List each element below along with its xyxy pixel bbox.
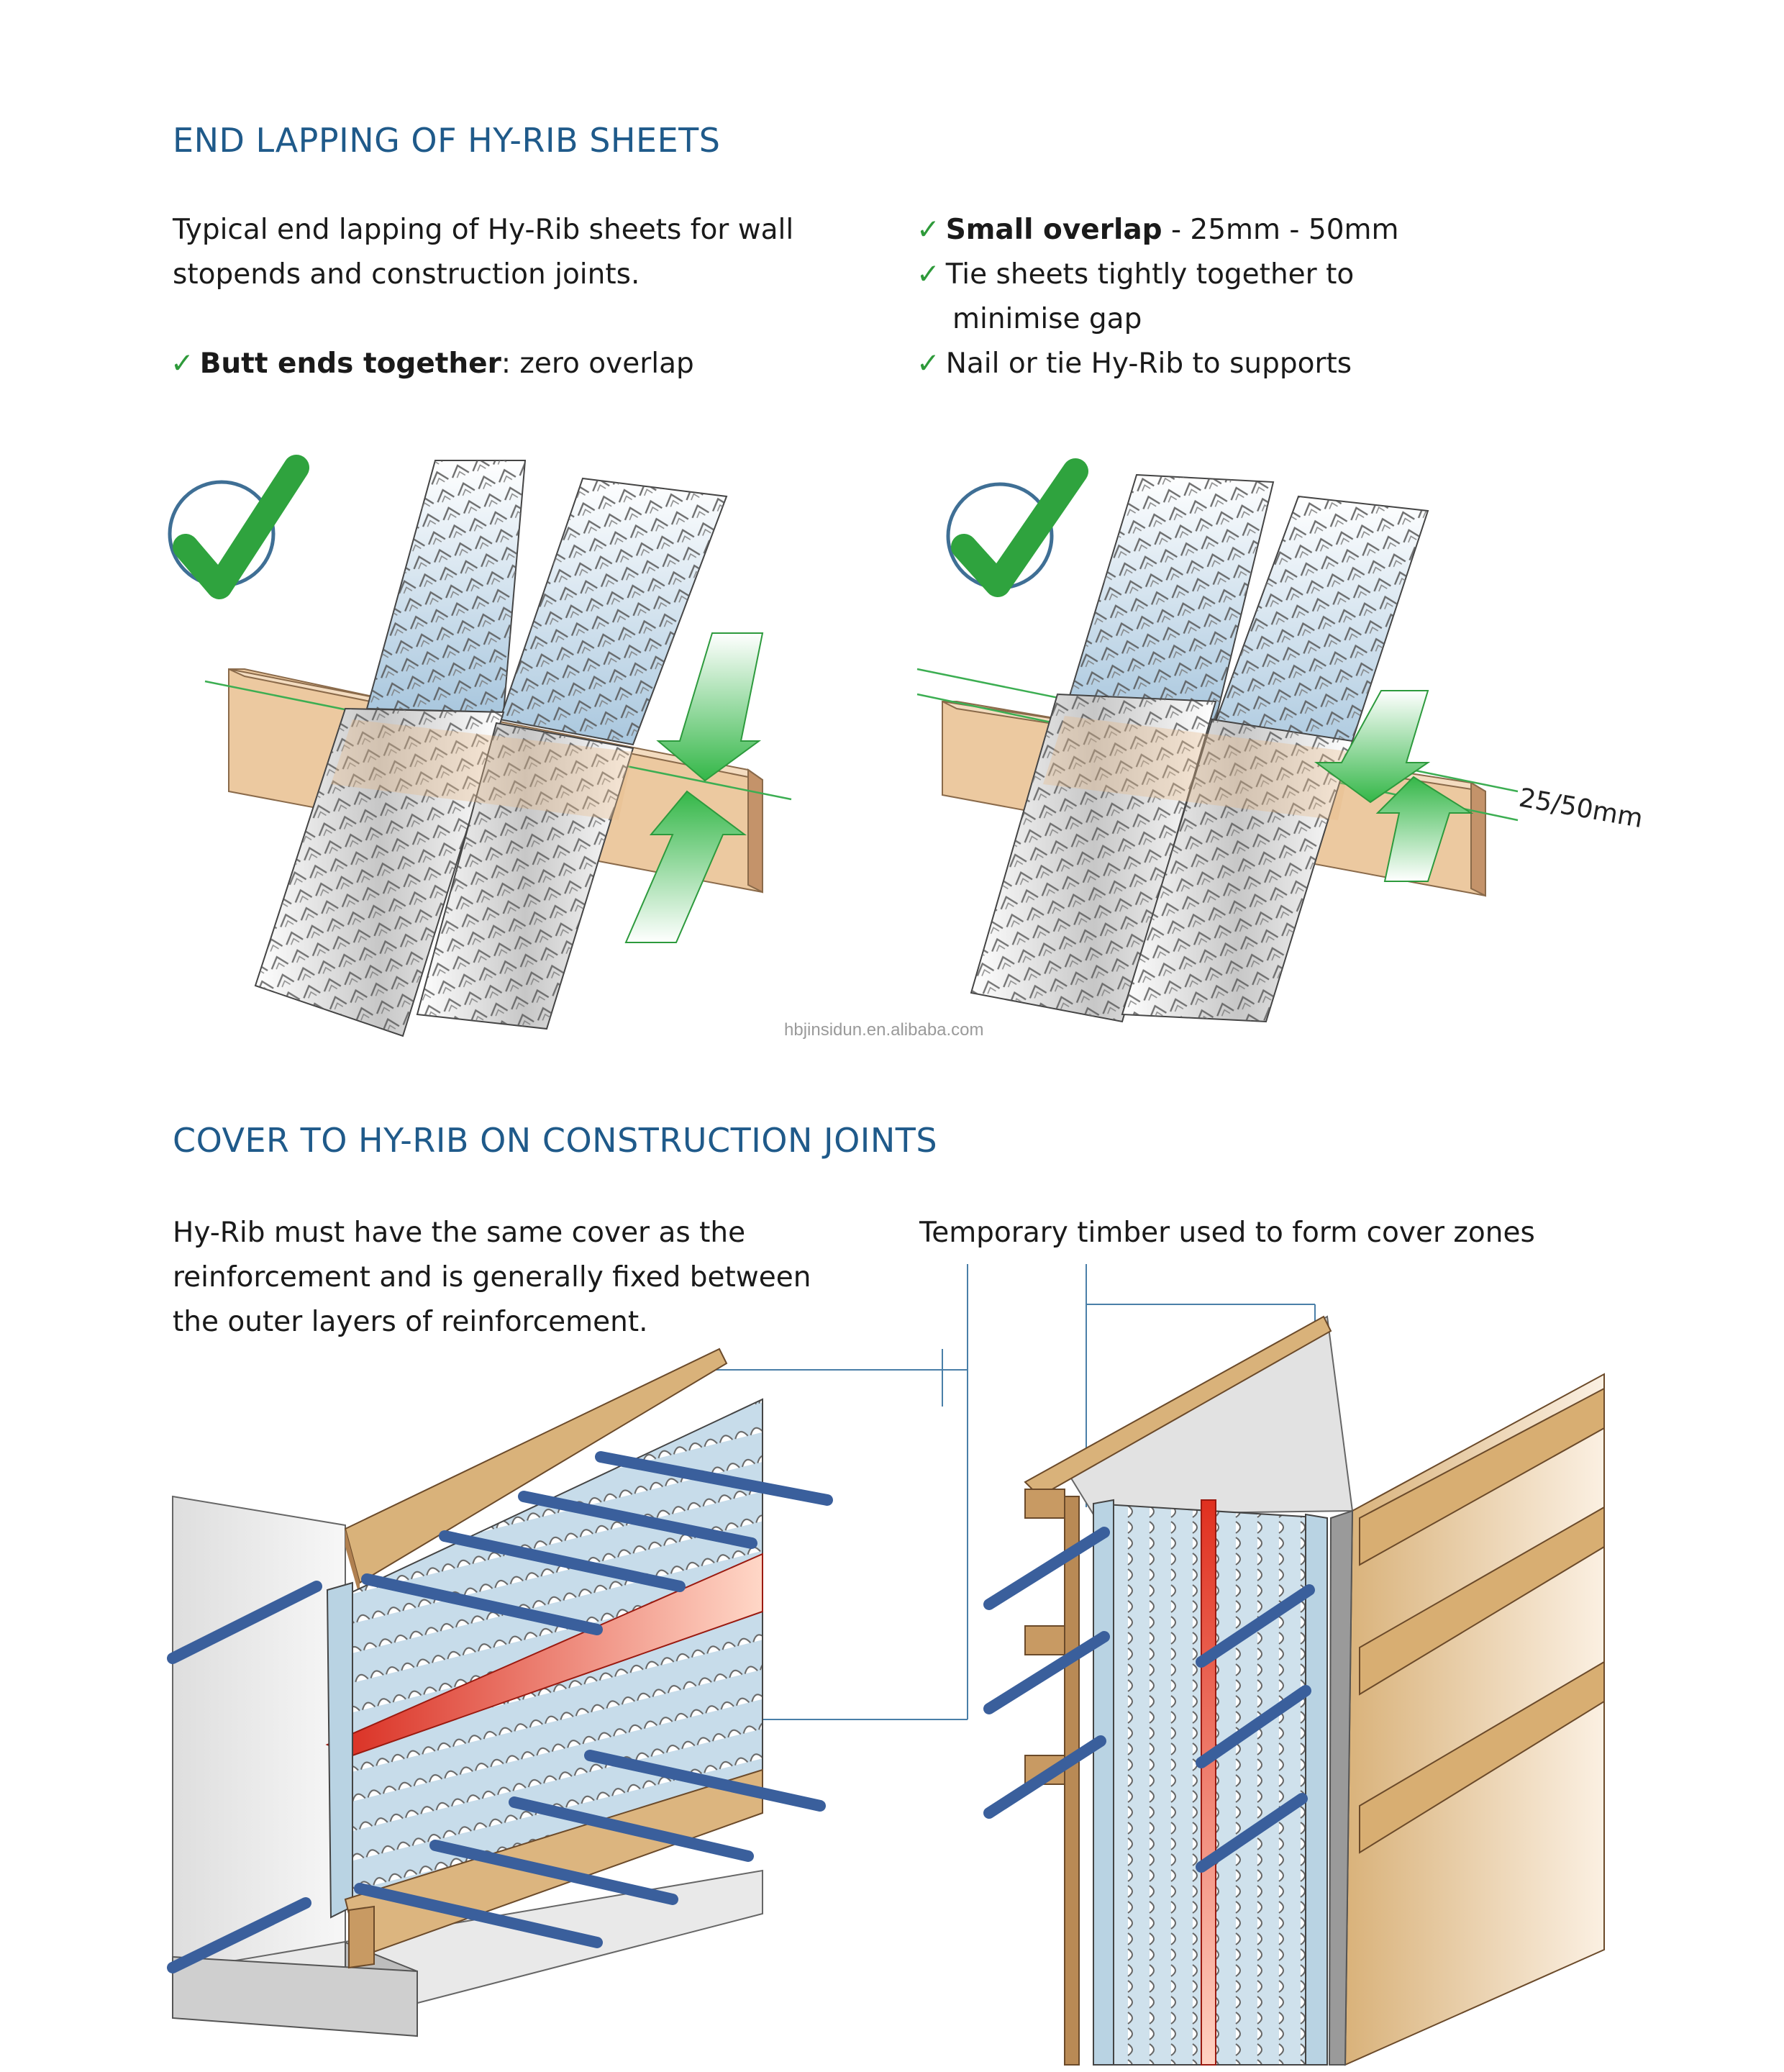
check-circle-icon [946,458,1088,597]
timber-callout: Temporary timber used to form cover zone… [919,1211,1535,1255]
red-joint-strip [1201,1499,1216,2066]
butt-ends-diagram [168,455,792,1037]
temporary-timber-top [344,1348,728,1584]
temporary-timber-post [1064,1496,1080,2066]
concrete-slab [172,1495,346,2023]
rebar-group [983,1527,1315,1873]
nail-tie-line: Nail or tie Hy-Rib to supports [945,347,1352,380]
section2-line-3: the outer layers of reinforcement. [173,1306,648,1338]
intro-line-2: stopends and construction joints. [173,258,640,291]
formwork-battens [1359,1387,1605,1854]
butt-ends-item: ✓Butt ends together: zero overlap [170,342,694,386]
compress-arrows-icon [624,632,764,943]
section2-title: COVER TO HY-RIB ON CONSTRUCTION JOINTS [173,1121,938,1160]
horizontal-joint-diagram [167,1348,833,2037]
check-icon: ✓ [170,347,194,380]
small-overlap-diagram: 25/50mm [916,458,1645,1023]
small-overlap-label: Small overlap [945,214,1162,246]
butt-ends-detail: : zero overlap [501,347,694,380]
overlap-dimension-label: 25/50mm [1516,783,1644,834]
butt-ends-label: Butt ends together [199,347,501,380]
check-icon: ✓ [916,258,940,291]
overlap-list: ✓Small overlap - 25mm - 50mm ✓Tie sheets… [916,208,1399,386]
section1-intro: Typical end lapping of Hy-Rib sheets for… [173,208,793,297]
watermark: hbjinsidun.en.alibaba.com [784,1020,984,1040]
vertical-joint-diagram [983,1315,1605,2066]
section1-title: END LAPPING OF HY-RIB SHEETS [173,121,721,160]
rebar-group [167,1451,833,1973]
section2-text: Hy-Rib must have the same cover as the r… [173,1211,811,1345]
check-icon: ✓ [916,214,940,246]
section2-line-2: reinforcement and is generally fixed bet… [173,1261,811,1294]
check-circle-icon [168,455,309,599]
construction-joint-illustrations [167,1264,1605,2066]
timber-callout-text: Temporary timber used to form cover zone… [919,1217,1535,1249]
tie-sheets-line-1: Tie sheets tightly together to [945,258,1355,291]
intro-line-1: Typical end lapping of Hy-Rib sheets for… [173,214,794,246]
concrete-top [1063,1315,1354,1516]
small-overlap-detail: - 25mm - 50mm [1162,214,1399,246]
end-lapping-illustrations: 25/50mm [168,455,1645,1037]
compress-arrows-icon [1314,690,1474,882]
section2-line-1: Hy-Rib must have the same cover as the [173,1217,746,1249]
tie-sheets-line-2: minimise gap [952,303,1142,335]
check-icon: ✓ [916,347,940,380]
